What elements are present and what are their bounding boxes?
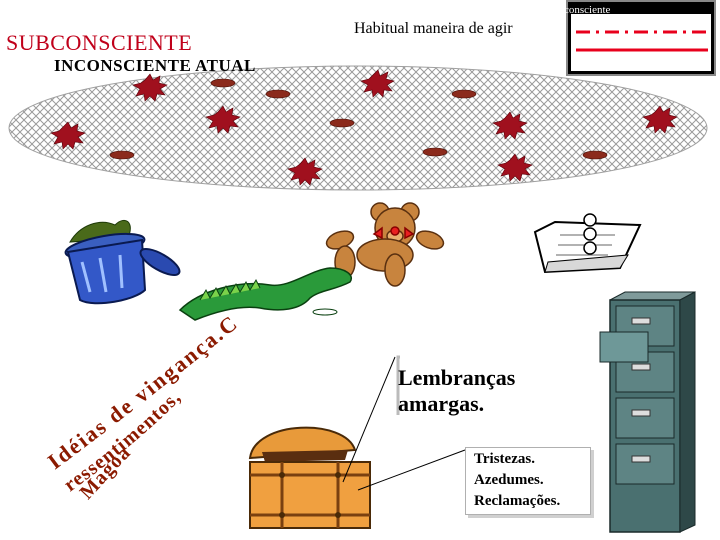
splat-2: [132, 73, 168, 102]
oval-7: [582, 150, 608, 160]
feelings-list: Tristezas. Azedumes. Reclamações.: [474, 449, 560, 512]
legend-box: [566, 0, 716, 76]
unconscious-ellipse: [8, 65, 708, 191]
oval-2: [265, 89, 291, 99]
teddy-bear-icon: [325, 202, 445, 287]
feeling-item: Azedumes.: [474, 472, 544, 488]
memories-line-2: amargas.: [398, 391, 485, 416]
dinosaur-icon: [178, 267, 352, 321]
treasure-chest-icon: [248, 426, 371, 529]
oval-shapes: [109, 78, 608, 160]
oval-3: [451, 89, 477, 99]
page-subtitle: INCONSCIENTE ATUAL: [54, 56, 256, 75]
feeling-item: Tristezas.: [474, 451, 535, 467]
memories-line-1: Lembranças: [398, 365, 516, 390]
splat-7: [287, 157, 323, 186]
memories-bracket: [396, 355, 400, 415]
legend-lines: [571, 14, 711, 71]
page-title: SUBCONSCIENTE: [6, 30, 193, 55]
pointer-line-memories: [342, 356, 396, 483]
trash-can-icon: [64, 220, 181, 305]
legend-label: consciente: [564, 4, 611, 16]
oval-5: [109, 150, 135, 160]
splat-6: [642, 105, 678, 134]
splat-4: [205, 105, 241, 134]
habitual-label: Habitual maneira de agir: [354, 20, 513, 37]
filing-cabinet-icon: [599, 291, 696, 533]
splat-shapes: [50, 69, 678, 186]
splat-5: [492, 111, 528, 140]
feeling-item: Reclamações.: [474, 493, 561, 509]
oval-1: [210, 78, 236, 88]
feelings-box: [465, 447, 591, 515]
pointer-line-feelings: [357, 449, 466, 491]
splat-3: [50, 121, 86, 150]
memories-label: Lembranças amargas.: [398, 365, 515, 417]
splat-1: [360, 69, 395, 98]
book-icon: [533, 213, 642, 274]
splat-8: [497, 153, 533, 182]
oval-6: [422, 147, 448, 157]
oval-4: [329, 118, 355, 128]
